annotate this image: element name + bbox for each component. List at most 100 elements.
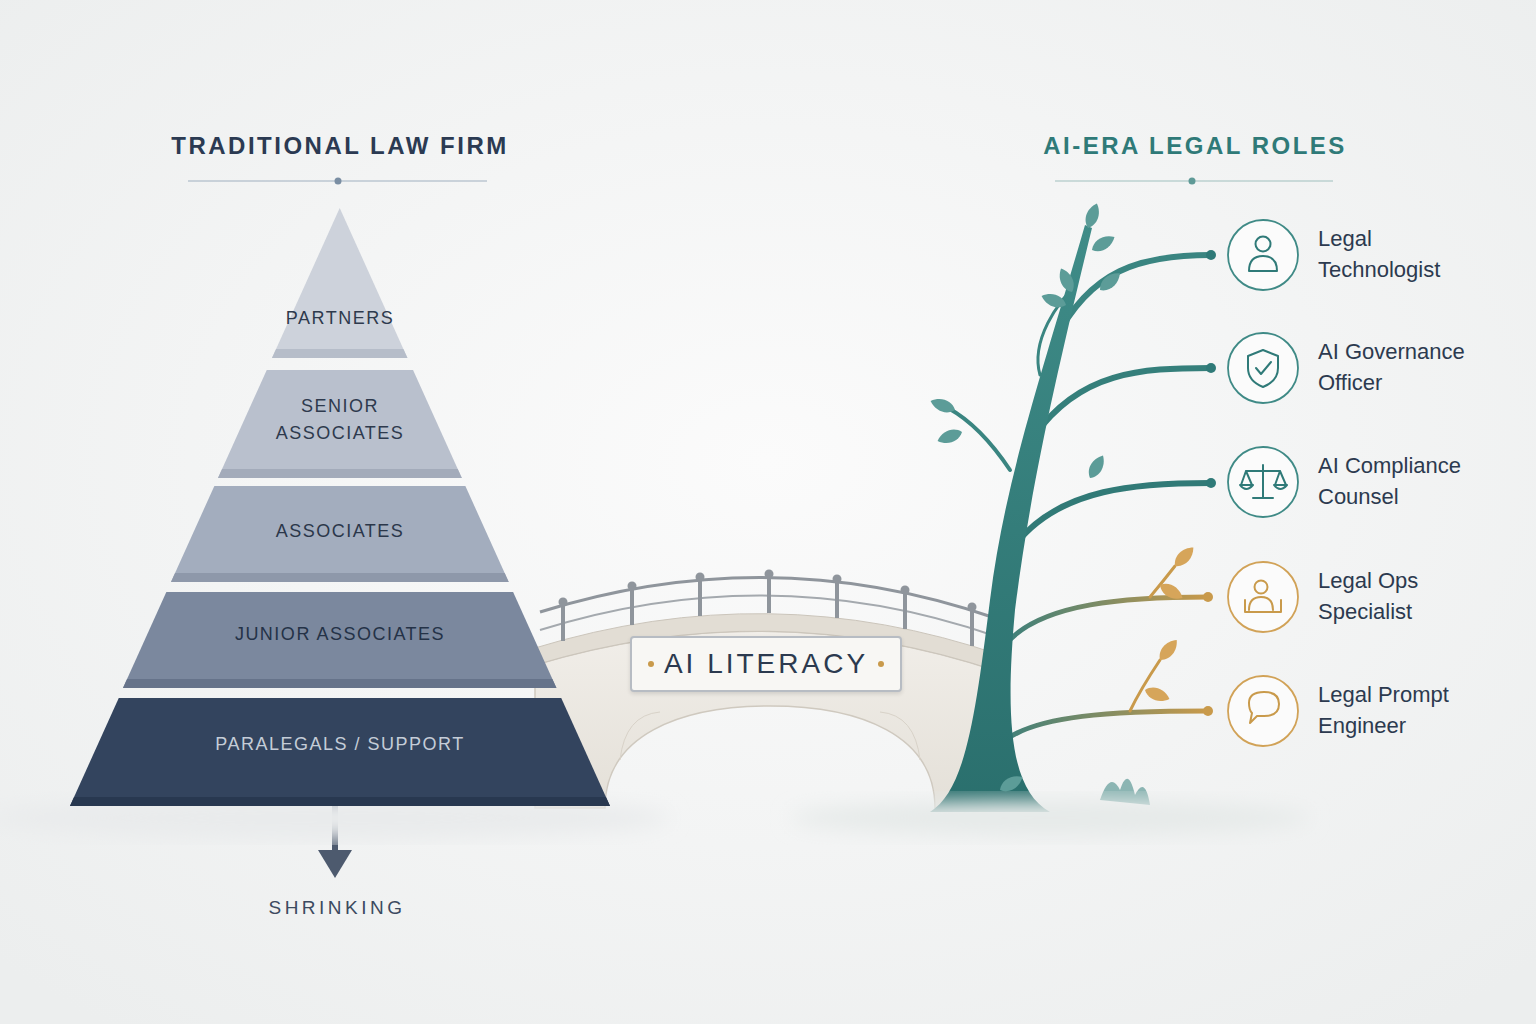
heading-rule-dot [335,178,342,185]
post-knob [628,582,637,591]
tier-fill [70,698,610,806]
bridge [535,570,1000,809]
leaf [1089,232,1118,255]
tier-fill [272,208,407,358]
team-icon-head [1255,581,1268,594]
bridge-post [835,582,839,618]
tier-bevel [171,573,509,582]
mist [0,796,670,840]
tier-label: PARALEGALS / SUPPORT [100,731,580,758]
pyramid-tier: ASSOCIATES [171,486,509,582]
bridge-stone-line [620,712,920,760]
heading-rules [188,178,1333,185]
tree-branch [1005,597,1208,645]
role-circle [1226,331,1300,405]
person-icon-body [1249,256,1277,271]
shield-icon [1248,350,1278,387]
role-node: Legal Ops Specialist [1226,560,1526,634]
branch-end-dot [1206,478,1216,488]
tree-leaves [929,202,1124,796]
post-knob [559,598,568,607]
tier-bevel [70,797,610,806]
post-knob [968,603,977,612]
role-circle-outline [1228,562,1298,632]
pyramid-tier: JUNIOR ASSOCIATES [123,592,556,688]
tier-label: PARTNERS [270,305,410,332]
section-heading: AI-ERA LEGAL ROLES [1043,132,1347,160]
tree-trunk [930,225,1092,812]
post-knob [833,575,842,584]
tree-branch [1035,368,1211,435]
bridge-post [630,589,634,625]
tier-bevel [123,679,556,688]
tree-twig [1130,660,1160,711]
role-circle [1226,674,1300,748]
tier-bevel [218,469,462,478]
branch-ends [1203,250,1216,716]
bridge-post [903,593,907,629]
tier-fill [171,486,509,582]
role-node: AI Governance Officer [1226,331,1526,405]
pyramid-tier: SENIOR ASSOCIATES [218,370,462,478]
branch-end-dot [1206,363,1216,373]
leaf [1157,580,1186,603]
bridge-sign: AI LITERACY [630,636,902,692]
post-knob [696,573,705,582]
leaf [929,395,958,415]
role-circle-outline [1228,220,1298,290]
scales-icon [1240,465,1287,498]
bridge-body [535,631,1000,808]
sign-dot [878,661,884,667]
post-knob [765,570,774,579]
role-circle-outline [1228,333,1298,403]
leaf [1056,266,1078,295]
team-icon-body [1249,597,1273,610]
role-node: Legal Technologist [1226,218,1526,292]
tier-shape [272,208,407,358]
section-heading: TRADITIONAL LAW FIRM [171,132,509,160]
person-icon-head [1256,237,1271,252]
leaf [1085,452,1108,481]
tree-gold-leaves [1143,543,1198,704]
leaf [1155,636,1181,664]
role-label: AI Compliance Counsel [1318,451,1478,513]
tier-fill [123,592,556,688]
leaf [1096,269,1124,295]
leaf [997,772,1026,795]
role-circle-outline [1228,447,1298,517]
leaf [936,426,965,446]
team-icon-desk [1245,600,1281,612]
pyramid-tier: PARTNERS [272,208,407,358]
ground-mist [0,796,1310,840]
role-label: Legal Technologist [1318,224,1478,286]
tree [929,202,1216,812]
speech-icon [1249,692,1279,723]
tier-label: JUNIOR ASSOCIATES [150,621,530,648]
branch-end-dot [1203,592,1213,602]
branch-end-dot [1203,706,1213,716]
role-label: AI Governance Officer [1318,337,1478,399]
branch-end-dot [1206,250,1216,260]
arrow-head [318,850,352,878]
role-circle-outline [1228,676,1298,746]
role-circle [1226,560,1300,634]
sign-label: AI LITERACY [664,648,868,680]
post-knob [901,586,910,595]
leaf [1040,290,1069,310]
role-circle [1226,445,1300,519]
bridge-post [561,605,565,641]
sign-dot [648,661,654,667]
bridge-post [970,610,974,646]
tree-branch [1000,711,1208,745]
leaf [1082,202,1102,231]
leaf [1143,684,1172,704]
tier-bevel [272,349,407,358]
role-circle [1226,218,1300,292]
bridge-post [767,577,771,613]
role-label: Legal Prompt Engineer [1318,680,1478,742]
bridge-post [698,580,702,616]
